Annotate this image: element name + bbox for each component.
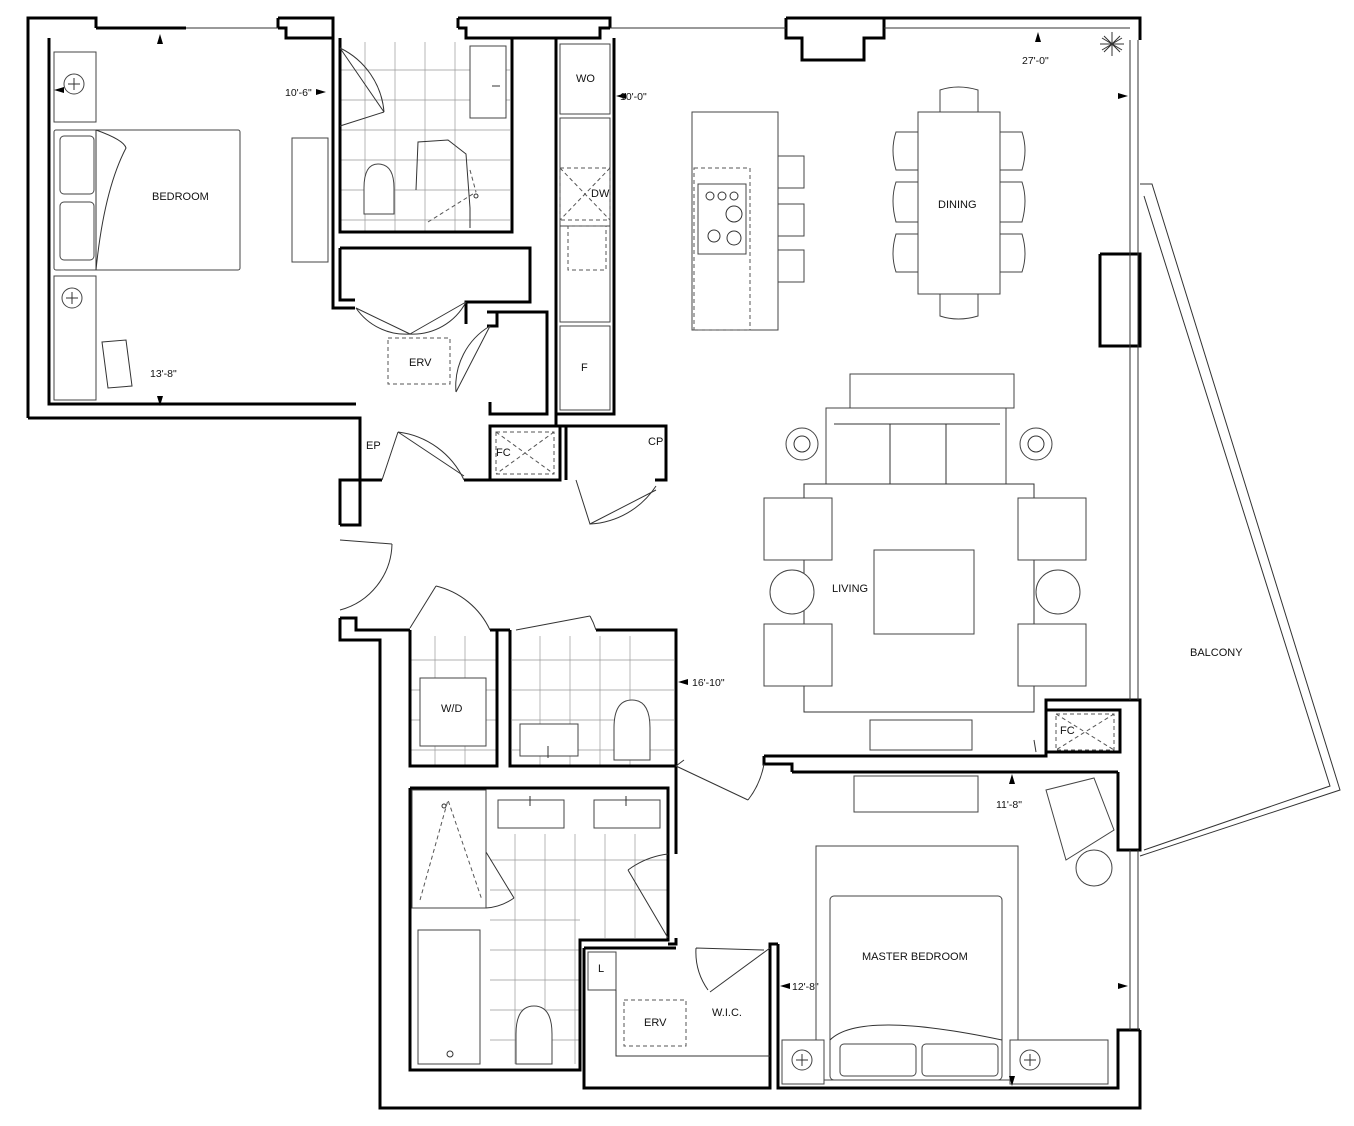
erv-wic-label: ERV xyxy=(644,1017,667,1029)
dining-furniture xyxy=(892,32,1124,320)
balcony xyxy=(1139,183,1341,857)
living-furniture xyxy=(495,373,1115,751)
fc-living-label: FC xyxy=(1060,725,1075,737)
living-dimension: 16'-10" xyxy=(692,677,725,689)
wic-label: W.I.C. xyxy=(712,1007,742,1019)
walls xyxy=(26,16,1142,1110)
bath-top-dimension: 10'-6" xyxy=(285,87,312,99)
cp-label: CP xyxy=(648,436,663,448)
ensuite-fixtures xyxy=(411,789,661,1065)
fc-hall-label: FC xyxy=(496,447,511,459)
ep-label: EP xyxy=(366,440,381,452)
master-top-dimension: 11'-8" xyxy=(996,799,1022,811)
bedroom-furniture xyxy=(53,51,451,401)
wic-fixtures xyxy=(587,951,770,1057)
erv-top-label: ERV xyxy=(409,357,432,369)
dw-label: DW xyxy=(591,188,610,200)
living-label: LIVING xyxy=(832,583,868,595)
fridge-label: F xyxy=(581,362,588,374)
master-furniture xyxy=(781,775,1115,1085)
kitchen-fixtures xyxy=(559,43,805,411)
dining-label: DINING xyxy=(938,199,977,211)
kitchen-dimension: 10'-0" xyxy=(620,91,647,103)
master-side-dimension: 12'-8" xyxy=(792,981,819,993)
doors xyxy=(339,47,771,993)
bedroom-label: BEDROOM xyxy=(152,191,209,203)
linen-label: L xyxy=(598,963,604,975)
bath-top-fixtures xyxy=(363,45,507,228)
bedroom-dimension: 13'-8" xyxy=(150,368,177,380)
master-bedroom-label: MASTER BEDROOM xyxy=(862,951,968,963)
laundry-powder-fixtures xyxy=(419,677,651,761)
wd-label: W/D xyxy=(441,703,462,715)
balcony-label: BALCONY xyxy=(1190,647,1243,659)
bath-top-tiles xyxy=(340,42,510,232)
dining-dimension: 27'-0" xyxy=(1022,55,1049,67)
wo-label: WO xyxy=(576,73,595,85)
dimension-arrows xyxy=(54,32,1128,1086)
